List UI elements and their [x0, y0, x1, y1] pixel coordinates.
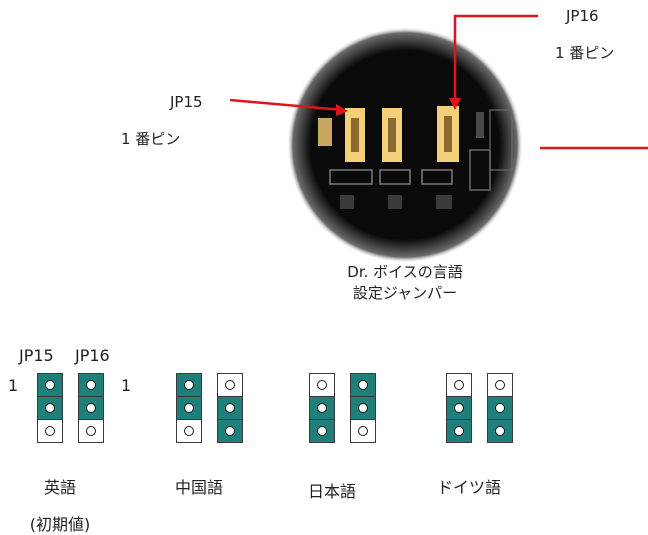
jumper-pin-3-shorted	[446, 419, 472, 443]
pin-hole-icon	[454, 403, 464, 413]
jp16-jumper	[350, 373, 376, 443]
jumper-pin-2-shorted	[487, 396, 513, 420]
jumper-pin-1-open	[487, 373, 513, 397]
callout-arrows	[229, 14, 648, 150]
jumper-pin-3-open	[37, 419, 63, 443]
jp16-header: JP16	[75, 346, 110, 365]
language-label: 中国語	[174, 478, 223, 497]
pin-hole-icon	[454, 426, 464, 436]
photo-caption-line1: Dr. ボイスの言語	[347, 263, 463, 281]
pin-hole-icon	[184, 426, 194, 436]
pin-hole-icon	[495, 426, 505, 436]
jp15-jumper	[446, 373, 472, 443]
jumper-pin-2-shorted	[176, 396, 202, 420]
jumper-pin-2-shorted	[78, 396, 104, 420]
jp15-pin1-label: 1 番ピン	[121, 130, 181, 148]
pin-hole-icon	[86, 403, 96, 413]
jp16-jumper	[487, 373, 513, 443]
pin1-marker-right: 1	[121, 376, 132, 395]
jumper-pin-2-shorted	[309, 396, 335, 420]
pin-hole-icon	[358, 403, 368, 413]
pin1-marker-left: 1	[8, 376, 19, 395]
jp15-jumper	[176, 373, 202, 443]
jumper-pin-3-shorted	[217, 419, 243, 443]
jumper-board-photo	[229, 14, 648, 263]
jumper-cap-jp16	[437, 106, 459, 162]
photo-caption-line2: 設定ジャンパー	[352, 284, 458, 302]
pin-hole-icon	[184, 403, 194, 413]
jumper-pin-1-shorted	[37, 373, 63, 397]
jumper-pin-1-shorted	[176, 373, 202, 397]
jumper-pin-2-shorted	[446, 396, 472, 420]
jumper-pin-1-open	[217, 373, 243, 397]
language-label: 日本語	[307, 482, 356, 501]
pin-hole-icon	[225, 380, 235, 390]
jumper-pin-2-shorted	[217, 396, 243, 420]
pin-hole-icon	[317, 380, 327, 390]
jumper-pin-2-shorted	[350, 396, 376, 420]
jumper-pin-1-open	[309, 373, 335, 397]
pin-hole-icon	[225, 426, 235, 436]
jumper-pin-2-shorted	[37, 396, 63, 420]
jp15-callout-label: JP15	[170, 93, 203, 111]
pin-hole-icon	[358, 380, 368, 390]
jumper-pin-3-shorted	[487, 419, 513, 443]
language-label: 英語	[43, 478, 76, 497]
pin-hole-icon	[45, 380, 55, 390]
jumper-pin-1-open	[446, 373, 472, 397]
jumper-pin-3-shorted	[309, 419, 335, 443]
pin-hole-icon	[86, 426, 96, 436]
jp16-jumper	[217, 373, 243, 443]
language-label: ドイツ語	[436, 478, 501, 497]
default-note: (初期値)	[29, 515, 91, 534]
jumper-cap-jp15a	[345, 108, 365, 162]
jumper-pin-3-open	[78, 419, 104, 443]
arrow-head-jp15	[336, 104, 348, 116]
jp16-pin1-label: 1 番ピン	[555, 44, 615, 62]
pin-hole-icon	[317, 426, 327, 436]
jp15-jumper	[309, 373, 335, 443]
jp15-jumper	[37, 373, 63, 443]
pin-hole-icon	[495, 403, 505, 413]
pin-hole-icon	[454, 380, 464, 390]
pin-hole-icon	[86, 380, 96, 390]
pin-hole-icon	[45, 403, 55, 413]
jumper-pin-1-shorted	[78, 373, 104, 397]
jumper-pin-1-shorted	[350, 373, 376, 397]
pin-hole-icon	[45, 426, 55, 436]
pin-hole-icon	[225, 403, 235, 413]
jp16-callout-label: JP16	[566, 7, 599, 25]
pin-hole-icon	[358, 426, 368, 436]
board-details	[318, 109, 513, 209]
jumper-pin-3-open	[350, 419, 376, 443]
pin-hole-icon	[495, 380, 505, 390]
arrow-head-jp16	[449, 98, 461, 110]
jumper-cap-jp15b	[382, 108, 402, 162]
pin-hole-icon	[317, 403, 327, 413]
jumper-pin-3-open	[176, 419, 202, 443]
jp15-header: JP15	[19, 346, 54, 365]
pin-hole-icon	[184, 380, 194, 390]
jp16-jumper	[78, 373, 104, 443]
